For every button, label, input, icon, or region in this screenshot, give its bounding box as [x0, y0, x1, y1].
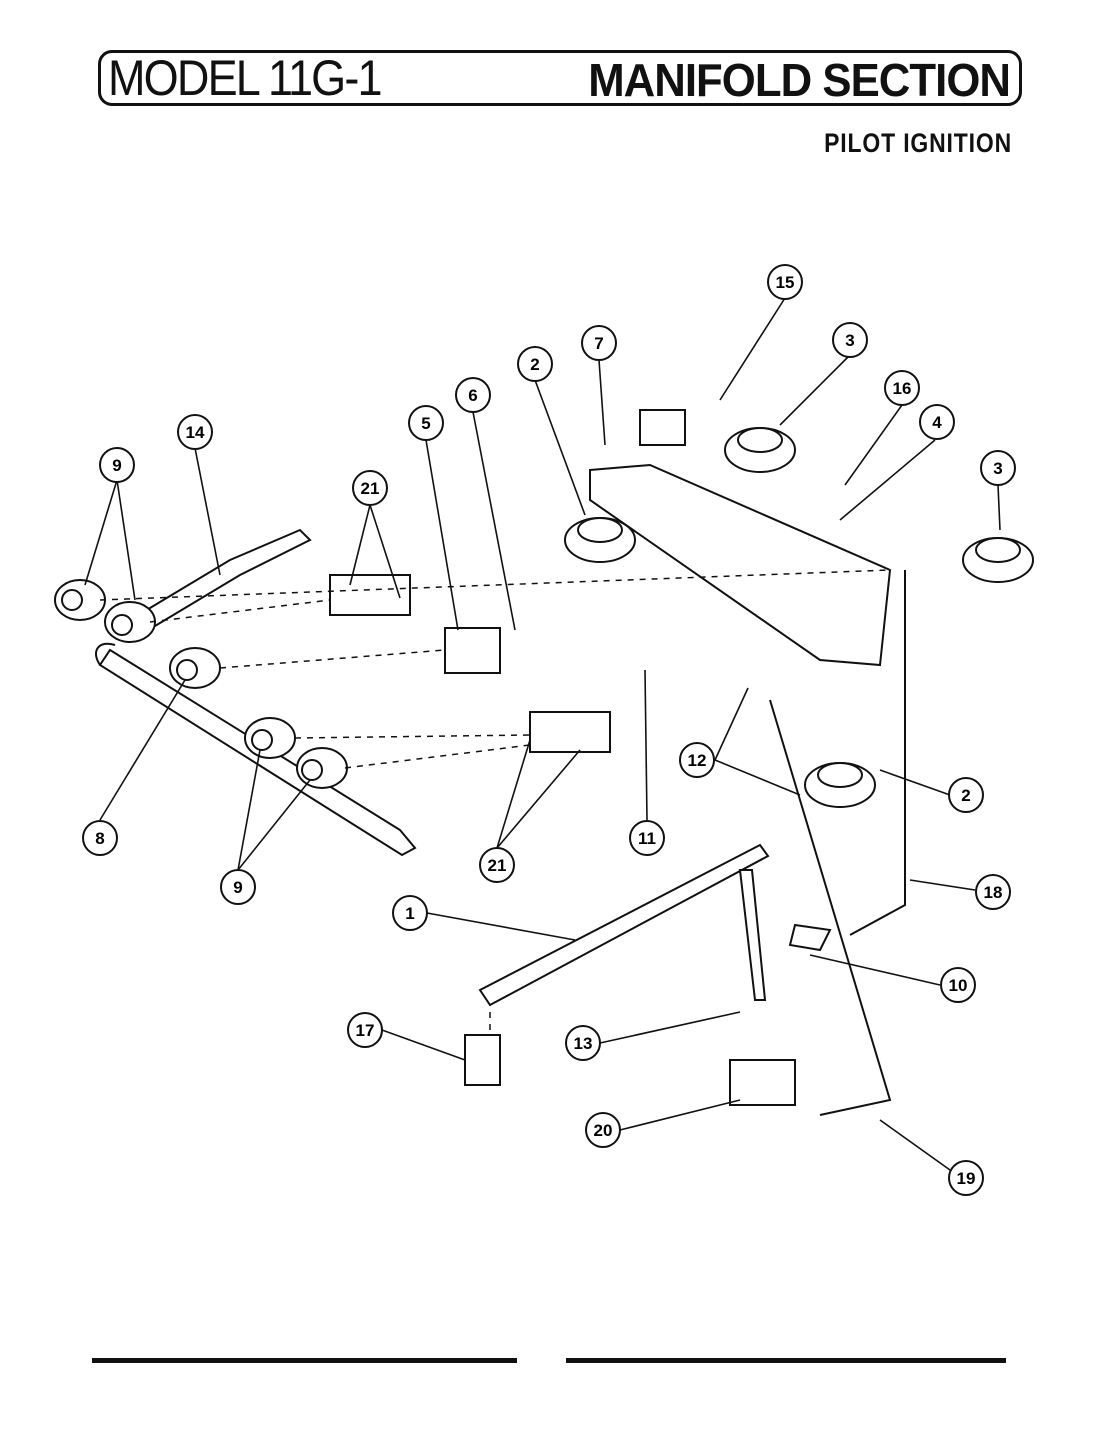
svg-text:12: 12: [688, 751, 707, 770]
footer-rule-left: [92, 1358, 517, 1363]
thermostat-valve: [729, 1059, 796, 1106]
burners: [564, 427, 1034, 808]
lower-manifold: [478, 843, 770, 1007]
leader-lines: [84, 297, 1001, 1171]
svg-text:6: 6: [468, 386, 477, 405]
bracket-17: [464, 1034, 501, 1086]
pilot-tube-18: [849, 570, 906, 936]
callout-3-center: 3: [832, 322, 868, 358]
callout-20: 20: [585, 1112, 621, 1148]
svg-text:20: 20: [594, 1121, 613, 1140]
callout-2-upper: 2: [517, 346, 553, 382]
callout-3-right: 3: [980, 450, 1016, 486]
svg-text:19: 19: [957, 1169, 976, 1188]
callout-9-upper: 9: [99, 447, 135, 483]
footer-rule-right: [566, 1358, 1006, 1363]
svg-text:16: 16: [893, 379, 912, 398]
svg-text:18: 18: [984, 883, 1003, 902]
svg-text:11: 11: [638, 829, 656, 848]
callout-21-upper: 21: [352, 470, 388, 506]
callout-9-lower: 9: [220, 869, 256, 905]
callouts: 1 2 2 3 3 4 5 6 7 8 9 9 10 11 12 13 14 1…: [82, 264, 1016, 1196]
callout-5: 5: [408, 405, 444, 441]
callout-10: 10: [940, 967, 976, 1003]
callout-16: 16: [884, 370, 920, 406]
burner-tube: [128, 528, 312, 637]
subtitle: PILOT IGNITION: [824, 128, 1012, 158]
burner-frame: [589, 463, 892, 667]
valve-upper: [329, 574, 411, 616]
diagram-parts: [54, 409, 1034, 1116]
svg-text:1: 1: [405, 904, 414, 923]
svg-text:7: 7: [594, 334, 603, 353]
callout-21-lower: 21: [479, 847, 515, 883]
svg-text:8: 8: [95, 829, 104, 848]
callout-11: 11: [629, 820, 665, 856]
callout-2-lower: 2: [948, 777, 984, 813]
svg-text:9: 9: [233, 878, 242, 897]
svg-text:3: 3: [845, 331, 854, 350]
svg-text:2: 2: [961, 786, 970, 805]
svg-text:5: 5: [421, 414, 430, 433]
callout-15: 15: [767, 264, 803, 300]
callout-1: 1: [392, 895, 428, 931]
svg-text:17: 17: [356, 1021, 375, 1040]
svg-text:15: 15: [776, 273, 795, 292]
callout-8: 8: [82, 820, 118, 856]
valve-5: [444, 627, 501, 674]
svg-text:13: 13: [574, 1034, 593, 1053]
svg-text:3: 3: [993, 459, 1002, 478]
svg-text:9: 9: [112, 456, 121, 475]
ignitor: [639, 409, 686, 446]
valve-knobs: [54, 579, 348, 789]
svg-text:4: 4: [932, 413, 942, 432]
model-title: MODEL 11G-1: [108, 50, 383, 106]
callout-6: 6: [455, 377, 491, 413]
callout-7: 7: [581, 325, 617, 361]
header-frame: [98, 50, 1022, 106]
pilot-tube-19: [769, 699, 892, 1116]
bracket-10: [788, 923, 832, 952]
svg-text:14: 14: [186, 423, 205, 442]
svg-text:21: 21: [361, 479, 380, 498]
callout-4: 4: [919, 404, 955, 440]
svg-text:2: 2: [530, 355, 539, 374]
svg-text:10: 10: [949, 976, 968, 995]
svg-text:21: 21: [488, 856, 507, 875]
callout-18: 18: [975, 874, 1011, 910]
supply-tube: [738, 869, 767, 1001]
callout-14: 14: [177, 414, 213, 450]
callout-19: 19: [948, 1160, 984, 1196]
callout-13: 13: [565, 1025, 601, 1061]
callout-12: 12: [679, 742, 715, 778]
callout-17: 17: [347, 1012, 383, 1048]
valve-lower: [529, 711, 611, 753]
section-title: MANIFOLD SECTION: [588, 54, 1011, 106]
